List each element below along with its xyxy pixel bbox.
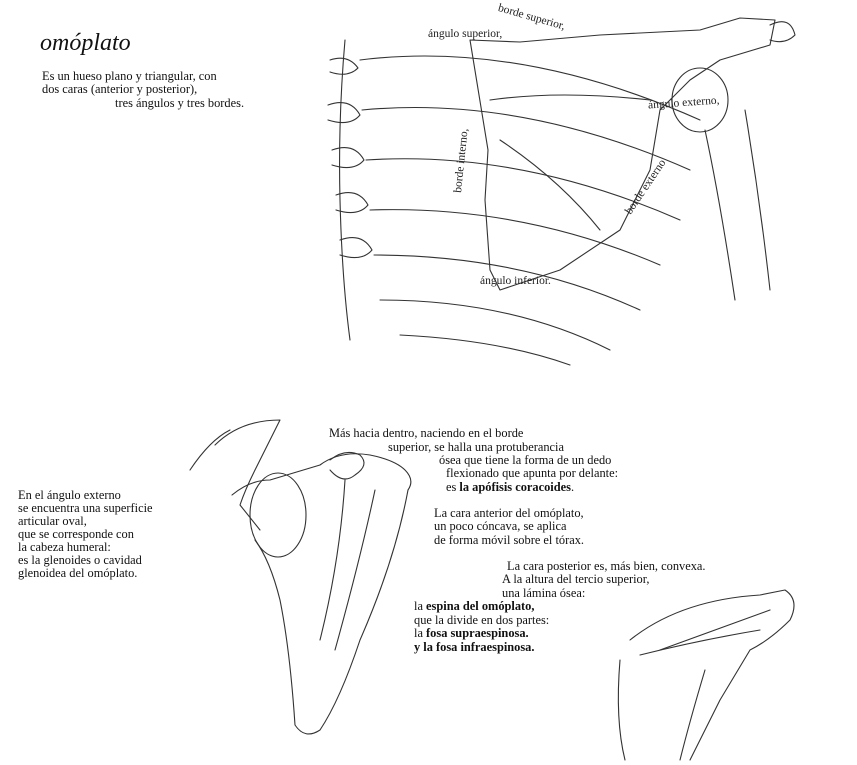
- coracoid-line-2: superior, se halla una protuberancia: [388, 440, 564, 454]
- posterior-line-4-prefix: la: [414, 599, 427, 613]
- coracoid-line-5-suffix: .: [570, 480, 575, 494]
- anterior-line-2: un poco cóncava, se aplica: [434, 519, 567, 533]
- posterior-line-5: que la divide en dos partes:: [414, 613, 550, 627]
- coracoid-line-4: flexionado que apunta por delante:: [446, 466, 619, 480]
- intro-line-1: Es un hueso plano y triangular, con: [42, 69, 217, 83]
- coracoid-line-3: ósea que tiene la forma de un dedo: [439, 453, 612, 467]
- anterior-line-3: de forma móvil sobre el tórax.: [434, 533, 585, 547]
- intro-line-2: dos caras (anterior y posterior),: [42, 82, 198, 96]
- infraespinosa-line: y la fosa infraespinosa.: [414, 640, 535, 654]
- left-text-line-4: que se corresponde con: [18, 527, 134, 541]
- anterior-scapula-drawing: [189, 419, 412, 735]
- posterior-line-2: A la altura del tercio superior,: [502, 572, 650, 586]
- coracoid-line-5-prefix: es: [446, 480, 460, 494]
- posterior-line-3: una lámina ósea:: [502, 586, 586, 600]
- left-text-line-3: articular oval,: [18, 514, 87, 528]
- posterior-line-4: la espina del omóplato,: [414, 599, 535, 613]
- anterior-line-1: La cara anterior del omóplato,: [434, 506, 584, 520]
- left-text-line-2: se encuentra una superficie: [18, 501, 153, 515]
- page-title: omóplato: [40, 30, 131, 56]
- intro-line-3: tres ángulos y tres bordes.: [115, 96, 245, 110]
- label-angulo-superior: ángulo superior,: [428, 28, 503, 40]
- posterior-scapula-drawing: [617, 589, 795, 761]
- posterior-line-1: La cara posterior es, más bien, convexa.: [507, 559, 706, 573]
- espina-term: espina del omóplato,: [426, 599, 535, 613]
- left-text-line-7: glenoidea del omóplato.: [18, 566, 138, 580]
- supraespinosa-term: fosa supraespinosa.: [426, 626, 529, 640]
- coracoid-line-1: Más hacia dentro, naciendo en el borde: [329, 426, 524, 440]
- posterior-line-6-prefix: la: [414, 626, 427, 640]
- left-text-line-1: En el ángulo externo: [18, 488, 121, 502]
- left-text-line-6: es la glenoides o cavidad: [18, 553, 142, 567]
- coracoid-line-5: es la apófisis coracoides.: [446, 480, 575, 494]
- left-text-line-5: la cabeza humeral:: [18, 540, 111, 554]
- coracoid-term: la apófisis coracoides: [459, 480, 571, 494]
- posterior-line-6: la fosa supraespinosa.: [414, 626, 529, 640]
- label-angulo-inferior: ángulo inferior.: [480, 275, 551, 287]
- posterior-shoulder-drawing: [327, 17, 796, 366]
